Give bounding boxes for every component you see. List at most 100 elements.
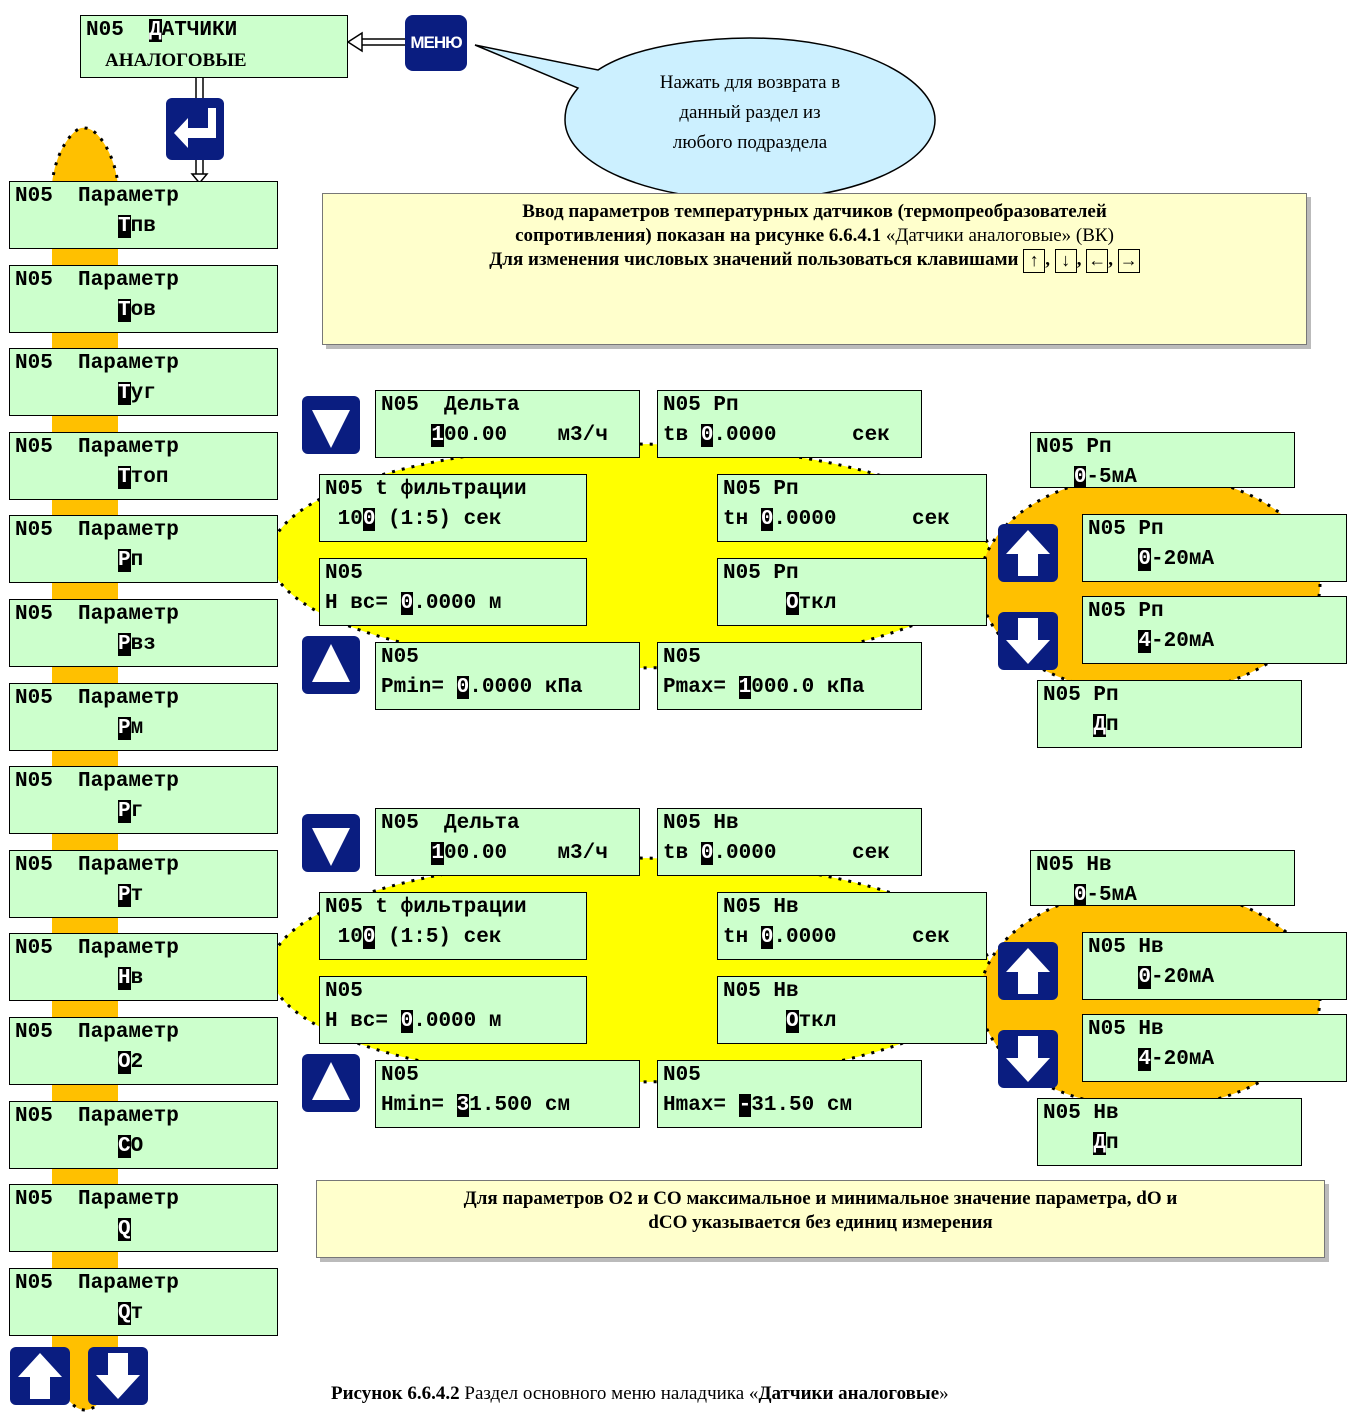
arrow-down-icon xyxy=(1006,1036,1050,1082)
arrow-up-icon xyxy=(312,1062,350,1100)
list-up-key[interactable] xyxy=(10,1347,70,1405)
group_hv-off-screen: N05 Нв Откл xyxy=(717,976,987,1044)
param-cursor: Р xyxy=(118,633,131,656)
param-head: N05 Параметр xyxy=(15,1104,179,1128)
param-cursor: Т xyxy=(118,215,131,238)
param-head: N05 Параметр xyxy=(15,435,179,459)
param-cursor: Т xyxy=(118,298,131,322)
param-cursor: Т xyxy=(118,382,131,406)
param-cursor: Q xyxy=(118,1218,131,1242)
param-name: г xyxy=(130,800,144,824)
param-name: вз xyxy=(130,633,156,656)
param-head: N05 Параметр xyxy=(15,937,179,961)
param-name: пв xyxy=(130,215,156,238)
param-name: в xyxy=(130,967,144,991)
note-top: Ввод параметров температурных датчиков (… xyxy=(322,193,1307,345)
group_rp-off-screen: N05 Рп Откл xyxy=(717,558,987,626)
group_hv-tfilt-screen: N05 t фильтрации 100 (1:5) сек xyxy=(319,892,587,960)
note-bottom: Для параметров О2 и СО максимальное и ми… xyxy=(316,1180,1325,1258)
arrow-up-icon xyxy=(312,644,350,682)
param-cursor: Q xyxy=(118,1301,131,1325)
param-cursor: Р xyxy=(118,883,131,907)
menu-button[interactable]: МЕНЮ xyxy=(405,15,467,71)
figure-caption: Рисунок 6.6.4.2 Раздел основного меню на… xyxy=(331,1383,949,1404)
group_rp-down-key[interactable] xyxy=(998,612,1058,670)
group_hv-delta-screen: N05 Дельта 100.00 м3/ч xyxy=(375,808,640,876)
enter-icon xyxy=(174,108,216,148)
enter-key[interactable] xyxy=(166,98,224,160)
list-down-key[interactable] xyxy=(88,1347,148,1405)
param-cursor: Н xyxy=(118,967,131,991)
group_rp-down-key[interactable] xyxy=(302,396,360,454)
key-right-icon: → xyxy=(1117,248,1140,273)
param-head: N05 Параметр xyxy=(15,268,179,292)
arrow-up-icon xyxy=(1006,530,1050,576)
param-name: уг xyxy=(130,382,156,406)
param-name: 2 xyxy=(130,1051,144,1074)
param-head: N05 Параметр xyxy=(15,352,179,376)
bubble-text: Нажать для возврата в данный раздел из л… xyxy=(659,72,841,153)
group_hv-down-key[interactable] xyxy=(998,1030,1058,1088)
group_rp-r420-screen: N05 Рп 4-20мА xyxy=(1082,596,1347,664)
group_rp-delta-screen: N05 Дельта 100.00 м3/ч xyxy=(375,390,640,458)
param-cursor: О xyxy=(118,1051,131,1074)
param-name: ов xyxy=(130,298,156,322)
arrow-up-icon xyxy=(1006,948,1050,994)
group_hv-r05-screen: N05 Нв 0-5мА xyxy=(1030,850,1295,906)
group_rp-dp-screen: N05 Рп Дп xyxy=(1037,680,1302,748)
group_hv-down-key[interactable] xyxy=(302,814,360,872)
param-head: N05 Параметр xyxy=(15,603,179,626)
param-name: топ xyxy=(130,465,169,489)
header-box: N05 ДАТЧИКИ АНАЛОГОВЫЕ xyxy=(80,15,348,78)
arrow-up-icon xyxy=(18,1353,62,1399)
param-cursor: Р xyxy=(118,800,131,824)
param-head: N05 Параметр xyxy=(15,853,179,877)
arrow-down-icon xyxy=(312,828,350,866)
speech-bubble xyxy=(474,37,936,201)
param-name: п xyxy=(130,549,144,573)
param-head: N05 Параметр xyxy=(15,1021,179,1044)
group_rp-up-key[interactable] xyxy=(302,636,360,694)
arrow-down-icon xyxy=(1006,618,1050,664)
param-name: т xyxy=(130,883,144,907)
key-down-icon: ↓ xyxy=(1054,248,1077,273)
group_rp-up-key[interactable] xyxy=(998,524,1058,582)
param-head: N05 Параметр xyxy=(15,686,179,710)
group_rp-r05-screen: N05 Рп 0-5мА xyxy=(1030,432,1295,488)
key-up-icon: ↑ xyxy=(1023,248,1046,273)
group_hv-up-key[interactable] xyxy=(302,1054,360,1112)
param-name: О xyxy=(130,1134,144,1158)
group_rp-tfilt-screen: N05 t фильтрации 100 (1:5) сек xyxy=(319,474,587,542)
group_hv-dp-screen: N05 Нв Дп xyxy=(1037,1098,1302,1166)
param-cursor: Т xyxy=(118,465,131,489)
group_hv-up-key[interactable] xyxy=(998,942,1058,1000)
param-name: т xyxy=(130,1301,144,1325)
param-cursor: С xyxy=(118,1134,131,1158)
param-head: N05 Параметр xyxy=(15,770,179,794)
key-left-icon: ← xyxy=(1086,248,1109,273)
param-cursor: Р xyxy=(118,549,131,573)
arrow-down-icon xyxy=(312,410,350,448)
